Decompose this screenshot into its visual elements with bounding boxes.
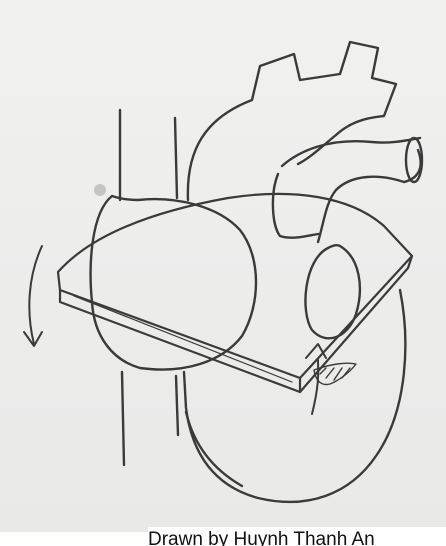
ventricle-outline <box>184 290 405 502</box>
rotation-arrow-left-icon <box>24 246 42 346</box>
rotation-arrow-right-icon <box>306 344 326 414</box>
pulmonary-trunk <box>273 138 422 242</box>
ventricle-left-edge <box>186 412 242 486</box>
graphite-smudge <box>94 184 106 196</box>
artist-credit: Drawn by Huynh Thanh An <box>148 527 446 546</box>
cut-hatching <box>314 363 356 384</box>
left-atrium-outline <box>305 245 359 338</box>
vena-cava-lines <box>120 110 178 465</box>
